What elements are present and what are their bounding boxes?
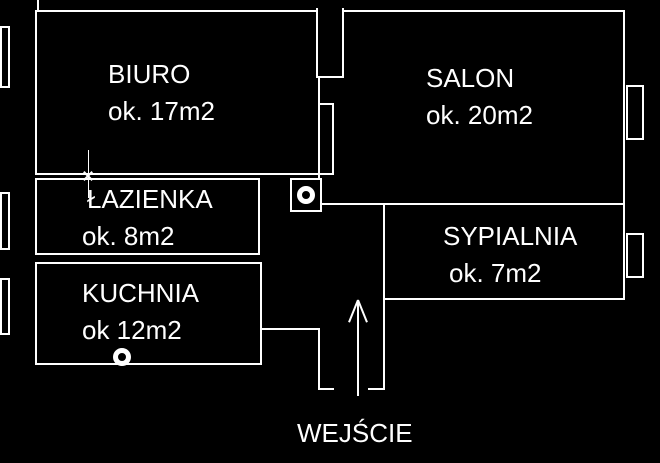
entrance-label: WEJŚCIE	[297, 418, 413, 448]
window-symbol-lazienka	[0, 192, 10, 250]
wall-segment-hall-right	[383, 298, 385, 390]
room-kuchnia-walls	[35, 262, 262, 365]
entry-door-jamb-left	[318, 388, 334, 390]
wall-segment-hall-left	[318, 328, 320, 390]
room-area-lazienka: ok. 8m2	[82, 221, 175, 251]
drain-symbol-bathroom	[297, 186, 315, 204]
room-area-salon: ok. 20m2	[426, 100, 533, 130]
entrance-arrow-shaft	[357, 302, 359, 396]
duct-shaft-top	[316, 8, 344, 78]
window-symbol-biuro	[0, 26, 10, 88]
room-label-kuchnia: KUCHNIA	[82, 278, 200, 308]
room-label-biuro: BIURO	[108, 59, 191, 89]
window-symbol-sypialnia	[626, 233, 644, 278]
room-sypialnia-walls	[383, 203, 625, 300]
entry-door-jamb-right	[368, 388, 385, 390]
window-symbol-kuchnia	[0, 278, 10, 335]
drain-symbol-kitchen	[113, 348, 131, 366]
room-area-biuro: ok. 17m2	[108, 96, 215, 126]
room-area-kuchnia: ok 12m2	[82, 315, 182, 345]
room-label-salon: SALON	[426, 63, 515, 93]
window-symbol-salon	[626, 85, 644, 140]
wall-tick-top-left	[37, 0, 39, 12]
room-lazienka-walls	[35, 178, 260, 255]
room-biuro-walls	[35, 10, 320, 175]
duct-shaft-middle	[318, 103, 334, 175]
wall-segment-hall-kitchen	[262, 328, 320, 330]
room-area-sypialnia: ok. 7m2	[449, 258, 542, 288]
room-label-lazienka: ŁAZIENKA	[87, 184, 213, 214]
room-label-sypialnia: SYPIALNIA	[443, 221, 578, 251]
